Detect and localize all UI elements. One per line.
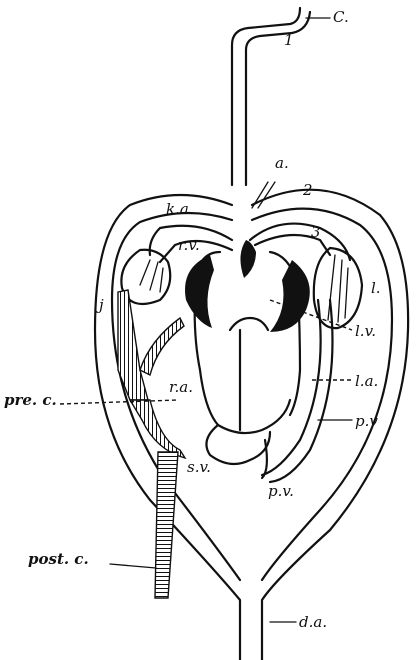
label-ka: k.a.: [166, 200, 194, 218]
label-2: 2: [302, 181, 313, 199]
lung-right: [314, 248, 362, 328]
label-rv: r.v.: [178, 236, 200, 254]
label-1: 1: [284, 31, 294, 49]
label-pre-c: pre. c.: [4, 391, 57, 409]
label-pv-1: p.v: [355, 412, 378, 430]
label-a: a.: [275, 154, 289, 172]
label-lv: l.v.: [355, 322, 376, 340]
label-3: 3: [311, 223, 321, 241]
label-la: l.a.: [355, 372, 378, 390]
label-j: j: [96, 296, 104, 314]
label-l: l.: [371, 279, 381, 297]
label-c: C.: [333, 8, 349, 26]
label-sv: s.v.: [187, 458, 211, 476]
label-pv-2: p.v.: [268, 482, 294, 500]
label-post-c: post. c.: [28, 550, 89, 568]
label-ra: r.a.: [169, 378, 193, 396]
vena-cava: [118, 290, 185, 598]
label-da: d.a.: [299, 613, 327, 631]
